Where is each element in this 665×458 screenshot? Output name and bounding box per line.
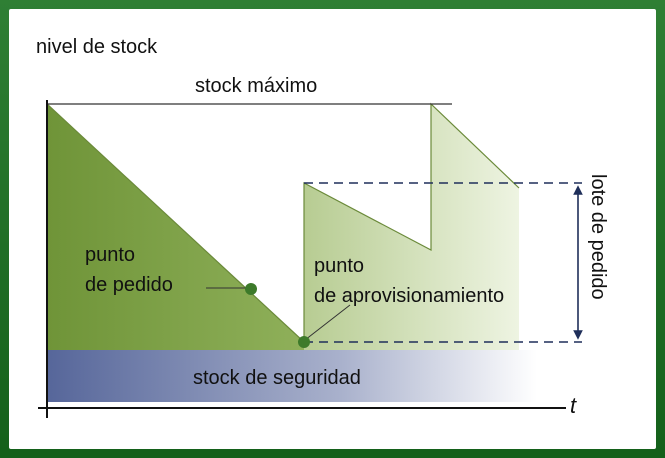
supply-point-marker <box>298 336 310 348</box>
y-axis-label: nivel de stock <box>36 36 158 58</box>
stock-area-second-cycle <box>304 104 519 350</box>
max-stock-label: stock máximo <box>195 75 317 97</box>
supply-point-leader <box>304 304 351 341</box>
reorder-point-label-line2: de pedido <box>85 274 173 296</box>
reorder-point-marker <box>245 283 257 295</box>
stock-area-first-cycle <box>47 104 304 350</box>
supply-point-label-line2: de aprovisionamiento <box>314 285 504 307</box>
reorder-point-label-line1: punto <box>85 244 135 266</box>
stock-level-curve <box>46 102 520 344</box>
safety-stock-band <box>47 350 537 402</box>
order-lot-label: lote de pedido <box>587 174 609 300</box>
safety-stock-label: stock de seguridad <box>193 367 361 389</box>
x-axis-label: t <box>570 393 577 418</box>
supply-point-label-line1: punto <box>314 255 364 277</box>
